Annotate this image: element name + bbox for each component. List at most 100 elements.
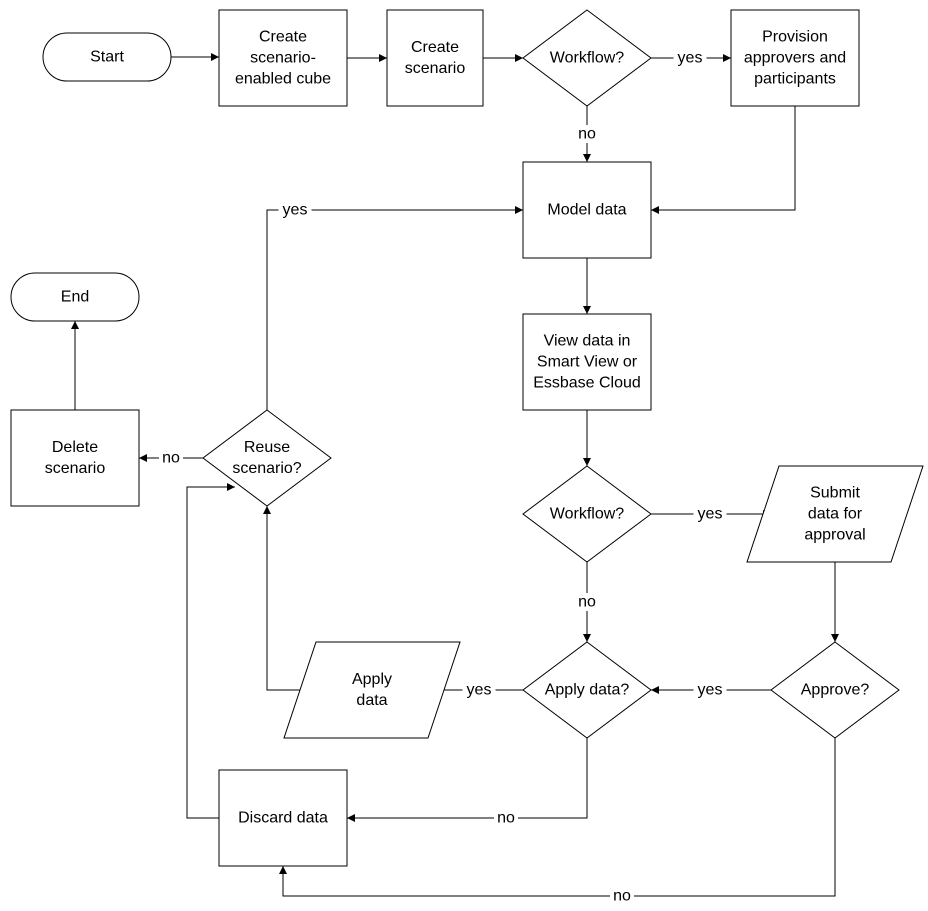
- node-workflow-1-shape: [522, 9, 652, 107]
- edge-discard-data-to-reuse-scenario: [186, 483, 235, 819]
- node-create-cube-text-1: scenario-: [250, 50, 316, 67]
- edge-workflow-2-to-submit-data: yes: [651, 505, 771, 523]
- node-workflow-1-text-0: Workflow?: [550, 50, 624, 67]
- node-workflow-2: Workflow?: [522, 465, 652, 563]
- node-start-shape: [42, 32, 172, 82]
- node-reuse-scenario-text-0: Reuse: [244, 439, 290, 456]
- node-view-data-shape: [522, 313, 652, 411]
- edge-label-e15: no: [497, 810, 515, 827]
- node-view-data-text-2: Essbase Cloud: [533, 375, 641, 392]
- edge-workflow-2-to-apply-data-decision: no: [575, 562, 599, 642]
- edge-e15-label-bg: [494, 809, 518, 827]
- node-provision-shape: [730, 9, 860, 107]
- node-submit-data-shape: [746, 465, 924, 563]
- edge-e19-label-bg: [159, 449, 183, 467]
- edge-e18-label-bg: [278, 201, 312, 219]
- node-apply-data: Apply data: [283, 641, 461, 739]
- edge-e13-line: [279, 738, 836, 897]
- edge-label-e4: yes: [678, 50, 703, 67]
- node-delete-scenario-shape: [10, 409, 140, 507]
- node-reuse-scenario-shape: [202, 409, 332, 507]
- edges-layer: yes no yes no yes no yes no yes no: [71, 49, 839, 905]
- edge-apply-data-decision-to-apply-data: yes: [435, 681, 523, 699]
- node-apply-data-text-1: data: [356, 692, 387, 709]
- node-create-cube-text-0: Create: [259, 29, 307, 46]
- node-provision-text-1: approvers and: [744, 50, 846, 67]
- node-apply-data-text-0: Apply: [352, 671, 392, 688]
- node-workflow-2-text-0: Workflow?: [550, 506, 624, 523]
- edge-e18-line: [266, 206, 523, 410]
- node-workflow-1: Workflow?: [522, 9, 652, 107]
- node-submit-data: Submit data for approval: [746, 465, 924, 563]
- edge-apply-data-decision-to-discard-data: no: [347, 738, 588, 827]
- edge-e16-line: [263, 506, 301, 691]
- node-start: Start: [42, 32, 172, 82]
- node-view-data-text-1: Smart View or: [537, 354, 638, 371]
- edge-label-e9: yes: [698, 506, 723, 523]
- node-reuse-scenario-text-1: scenario?: [232, 460, 301, 477]
- node-create-cube: Create scenario-enabled cube: [218, 9, 348, 107]
- node-apply-data-decision-text-0: Apply data?: [545, 682, 630, 699]
- edge-label-e14: yes: [467, 682, 492, 699]
- node-discard-data: Discard data: [218, 769, 348, 867]
- node-view-data-text-0: View data in: [544, 333, 631, 350]
- edge-label-e18: yes: [283, 202, 308, 219]
- edge-reuse-scenario-to-model-data: yes: [266, 201, 523, 410]
- edge-e15-line: [347, 738, 588, 822]
- edge-label-e5: no: [578, 126, 596, 143]
- node-approve-shape: [770, 641, 900, 739]
- edge-label-e19: no: [162, 450, 180, 467]
- node-delete-scenario-text-1: scenario: [45, 460, 106, 477]
- node-model-data-shape: [522, 161, 652, 259]
- edge-e17-line: [186, 483, 235, 819]
- edge-reuse-scenario-to-delete-scenario: no: [139, 449, 203, 467]
- edge-apply-data-to-reuse-scenario: [263, 506, 301, 691]
- node-delete-scenario-text-0: Delete: [52, 439, 98, 456]
- edge-e14-label-bg: [462, 681, 496, 699]
- node-delete-scenario: Delete scenario: [10, 409, 140, 507]
- node-submit-data-text-0: Submit: [810, 485, 860, 502]
- node-apply-data-shape: [283, 641, 461, 739]
- node-discard-data-shape: [218, 769, 348, 867]
- node-discard-data-text-0: Discard data: [238, 810, 328, 827]
- edge-provision-to-model-data: [651, 106, 796, 214]
- edge-e12-label-bg: [693, 681, 727, 699]
- edge-e4-label-bg: [673, 49, 707, 67]
- nodes-layer: Start Create scenario-enabled cube Createsc…: [10, 9, 924, 867]
- edge-workflow-1-to-model-data: no: [575, 106, 599, 162]
- node-create-scenario-shape: [386, 9, 484, 107]
- node-model-data: Model data: [522, 161, 652, 259]
- node-provision-text-2: participants: [754, 71, 836, 88]
- edge-e5-label-bg: [575, 125, 599, 143]
- node-reuse-scenario: Reuse scenario?: [202, 409, 332, 507]
- node-apply-data-decision-shape: [522, 641, 652, 739]
- node-apply-data-decision: Apply data?: [522, 641, 652, 739]
- node-create-scenario-text-1: scenario: [405, 60, 466, 77]
- node-model-data-text-0: Model data: [547, 202, 626, 219]
- node-start-text-0: Start: [90, 49, 124, 66]
- node-end-text-0: End: [61, 289, 89, 306]
- node-provision-text-0: Provision: [762, 29, 828, 46]
- edge-approve-to-discard-data: no: [279, 738, 836, 905]
- node-provision: Provision approvers and participants: [730, 9, 860, 107]
- edge-e6-line: [651, 106, 796, 214]
- edge-e9-label-bg: [693, 505, 727, 523]
- node-approve-text-0: Approve?: [801, 682, 870, 699]
- node-workflow-2-shape: [522, 465, 652, 563]
- edge-e10-label-bg: [575, 593, 599, 611]
- edge-e13-label-bg: [610, 887, 634, 905]
- node-end: End: [10, 272, 140, 322]
- node-submit-data-text-1: data for: [808, 506, 863, 523]
- edge-workflow-1-to-provision: yes: [651, 49, 731, 67]
- edge-label-e13: no: [613, 888, 631, 905]
- node-approve: Approve?: [770, 641, 900, 739]
- node-create-cube-shape: [218, 9, 348, 107]
- edge-label-e12: yes: [698, 682, 723, 699]
- edge-approve-to-apply-data-decision: yes: [651, 681, 771, 699]
- node-submit-data-text-2: approval: [804, 527, 865, 544]
- node-create-cube-text-2: enabled cube: [235, 71, 331, 88]
- node-view-data: View data in Smart View or Essbase Cloud: [522, 313, 652, 411]
- edge-label-e10: no: [578, 594, 596, 611]
